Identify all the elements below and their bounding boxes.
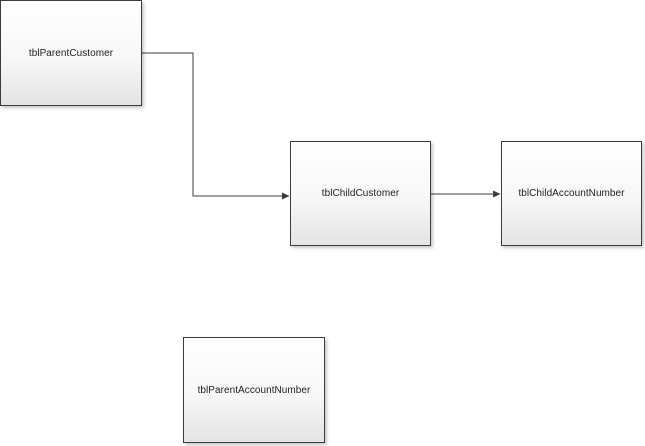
node-label-tbl-child-account-number: tblChildAccountNumber [518,188,625,199]
node-label-tbl-child-customer: tblChildCustomer [321,188,400,199]
node-label-tbl-parent-customer: tblParentCustomer [28,47,114,59]
connector-parent-customer-to-child-customer [142,52,290,200]
node-tbl-child-customer[interactable]: tblChildCustomer [290,141,431,246]
node-label-tbl-parent-account-number: tblParentAccountNumber [197,384,311,396]
node-tbl-parent-customer[interactable]: tblParentCustomer [0,0,142,106]
node-tbl-child-account-number[interactable]: tblChildAccountNumber [501,141,642,246]
node-tbl-parent-account-number[interactable]: tblParentAccountNumber [183,337,325,443]
